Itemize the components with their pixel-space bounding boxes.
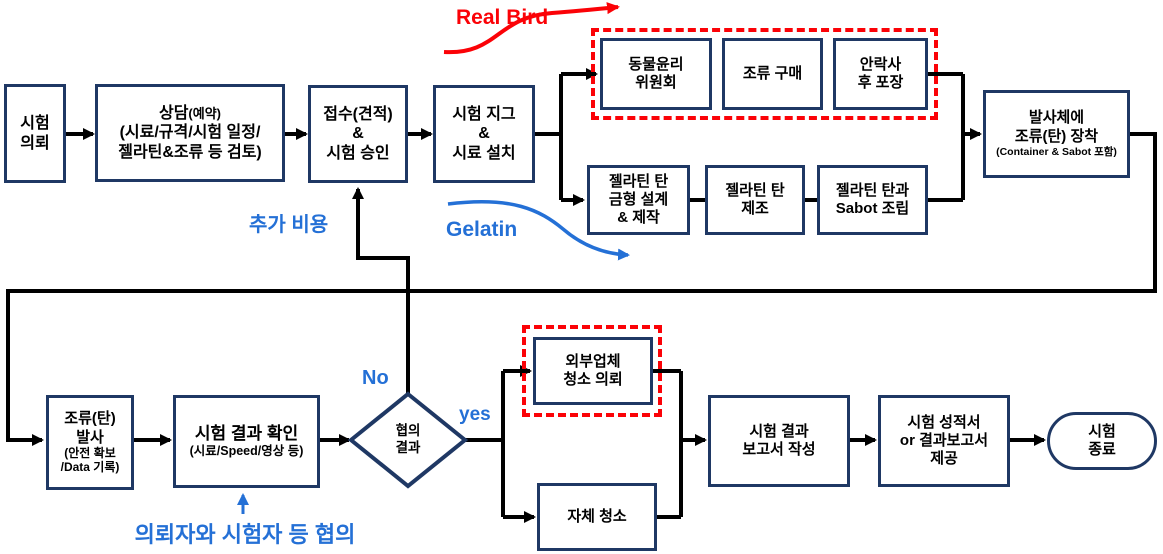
- node-sublabel: (시료/Speed/영상 등): [189, 444, 304, 459]
- node-label: 시험: [20, 114, 50, 132]
- node-test-jig-setup: 시험 지그 & 시료 설치: [433, 85, 535, 183]
- node-label: 시험 승인: [326, 144, 390, 162]
- connector-no-feedback: [352, 187, 410, 394]
- no-branch-label: No: [362, 367, 389, 389]
- real-bird-annotation: Real Bird: [456, 6, 549, 29]
- connector-yes-branch: [465, 371, 505, 517]
- node-label: 발사체에: [1028, 109, 1085, 127]
- node-label: &: [352, 125, 364, 143]
- node-label: Sabot 조립: [835, 200, 910, 217]
- consult-note-annotation: 의뢰자와 시험자 등 협의: [134, 522, 356, 547]
- node-label: 종료: [1088, 441, 1116, 458]
- connector-mount-return: [6, 132, 1157, 446]
- node-label: 금형 설계: [608, 190, 669, 208]
- node-label: or 결과보고서: [899, 431, 989, 449]
- node-test-result-check: 시험 결과 확인 (시료/Speed/영상 등): [173, 395, 320, 488]
- node-label: (시료/규격/시험 일정/: [119, 124, 261, 142]
- node-label: & 제작: [617, 209, 660, 227]
- node-decision-label: 협의 결과: [395, 423, 421, 455]
- connector-jig-branch: [535, 74, 563, 200]
- yes-branch-label: yes: [459, 404, 491, 425]
- gelatin-swoosh-arrow: [447, 200, 630, 261]
- node-label: 보고서 작성: [742, 441, 816, 458]
- node-label: 시험 결과 확인: [194, 423, 299, 443]
- connector-clean-merge: [653, 369, 683, 519]
- node-label: 자체 청소: [567, 507, 627, 525]
- node-sublabel: (안전 확보: [64, 446, 116, 460]
- node-label: 동물윤리: [628, 55, 684, 73]
- gelatin-annotation: Gelatin: [446, 218, 518, 241]
- node-label: 안락사: [859, 55, 902, 73]
- node-test-request: 시험 의뢰: [4, 84, 66, 183]
- real-bird-swoosh-arrow: [443, 2, 620, 55]
- node-consultation: 상담(예약) (시료/규격/시험 일정/ 젤라틴&조류 등 검토): [95, 84, 285, 182]
- node-self-cleaning: 자체 청소: [537, 483, 657, 551]
- node-external-cleaning: 외부업체 청소 의뢰: [533, 337, 653, 405]
- node-gelatin-manufacture: 젤라틴 탄 제조: [705, 165, 805, 235]
- node-label: 조류(탄): [64, 410, 116, 428]
- node-sublabel: (Container & Sabot 포함): [996, 145, 1117, 158]
- node-label: 제조: [741, 200, 769, 217]
- node-label: 조류(탄) 장착: [1014, 127, 1099, 145]
- node-label: 청소 의뢰: [563, 371, 623, 388]
- node-certificate-delivery: 시험 성적서 or 결과보고서 제공: [878, 395, 1010, 487]
- node-label: 젤라틴 탄과: [835, 181, 910, 199]
- node-gelatin-mold-design: 젤라틴 탄 금형 설계 & 제작: [587, 165, 690, 235]
- extra-cost-annotation: 추가 비용: [249, 214, 329, 236]
- node-euthanasia-packing: 안락사 후 포장: [833, 38, 928, 110]
- node-label: 시험: [1088, 422, 1116, 440]
- node-report-writing: 시험 결과 보고서 작성: [708, 395, 850, 487]
- node-gelatin-sabot-assembly: 젤라틴 탄과 Sabot 조립: [817, 165, 928, 235]
- node-label: 시료 설치: [452, 144, 516, 162]
- node-label: 젤라틴&조류 등 검토): [118, 143, 262, 161]
- node-bird-launch: 조류(탄) 발사 (안전 확보 /Data 기록): [46, 395, 134, 490]
- node-label: 의뢰: [20, 134, 50, 152]
- node-label: 외부업체: [565, 352, 621, 370]
- node-label: 젤라틴 탄: [608, 172, 669, 190]
- node-label: 상담(예약): [158, 104, 222, 122]
- node-label: &: [478, 125, 490, 143]
- node-label: 제공: [930, 450, 958, 468]
- node-label: 시험 지그: [452, 105, 516, 123]
- node-label: 시험 성적서: [907, 413, 981, 431]
- node-projectile-mount: 발사체에 조류(탄) 장착 (Container & Sabot 포함): [983, 90, 1130, 178]
- node-label: 조류 구매: [742, 64, 803, 82]
- node-sublabel: /Data 기록): [60, 459, 120, 474]
- node-receipt-approval: 접수(견적) & 시험 승인: [308, 85, 408, 183]
- node-label: 접수(견적): [323, 105, 393, 123]
- node-label: 위원회: [635, 74, 677, 91]
- decision-diamond: [347, 391, 469, 489]
- node-animal-ethics-committee: 동물윤리 위원회: [600, 38, 712, 110]
- node-label: 젤라틴 탄: [725, 181, 785, 199]
- node-label: 발사: [76, 428, 104, 446]
- node-label: 시험 결과: [749, 422, 809, 440]
- node-test-end: 시험 종료: [1047, 412, 1157, 470]
- node-bird-purchase: 조류 구매: [722, 38, 823, 110]
- node-label: 후 포장: [857, 74, 904, 91]
- connector-merge-mount: [928, 72, 965, 202]
